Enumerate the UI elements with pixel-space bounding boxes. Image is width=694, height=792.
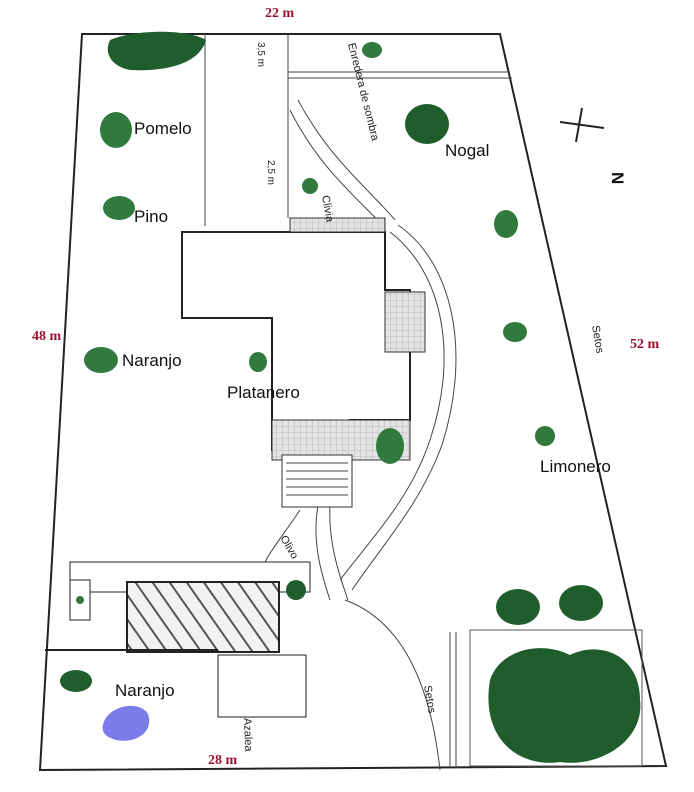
- label-setos-right: Setos: [589, 324, 606, 354]
- shrub-east-2: [503, 322, 527, 342]
- pond: [102, 705, 150, 741]
- clivia-plant: [302, 178, 318, 194]
- label-clivia: Clivia: [319, 194, 336, 223]
- setos-path-curve: [344, 599, 441, 771]
- label-naranjo-1: Naranjo: [122, 351, 182, 370]
- pool-hatched: [126, 581, 280, 653]
- pino-tree: [103, 196, 135, 220]
- path-east-curve: [339, 231, 445, 581]
- enredadera-shrub: [362, 42, 382, 58]
- dimension-right: 52 m: [630, 337, 660, 352]
- dimension-gap-top: 3,5 m: [255, 42, 266, 67]
- label-pomelo: Pomelo: [134, 119, 192, 138]
- label-naranjo-2: Naranjo: [115, 681, 175, 700]
- dimension-bottom: 28 m: [208, 753, 238, 768]
- orchard-bed: [469, 629, 643, 767]
- orchard-shrub-1: [496, 589, 540, 625]
- front-steps: [281, 454, 353, 508]
- shed: [217, 654, 307, 718]
- label-nogal: Nogal: [445, 141, 489, 160]
- label-pino: Pino: [134, 207, 168, 226]
- label-limonero: Limonero: [540, 457, 611, 476]
- label-olivo: Olivo: [277, 534, 300, 562]
- dimension-left: 48 m: [32, 329, 62, 344]
- small-bed-plant: [76, 596, 84, 604]
- hedge-top-left: [107, 31, 206, 71]
- orchard-tree-cluster: [488, 648, 641, 763]
- orchard-shrub-2: [559, 585, 603, 621]
- north-arrow-line-1: [559, 121, 605, 129]
- north-arrow-line-2: [575, 107, 583, 143]
- north-porch: [289, 217, 386, 233]
- path-south-2: [329, 504, 349, 601]
- north-label: N: [608, 172, 627, 184]
- plot-boundary: [38, 33, 668, 772]
- dimension-top: 22 m: [265, 6, 295, 21]
- patio-shrub: [376, 428, 404, 464]
- label-platanero: Platanero: [227, 383, 300, 402]
- naranjo-tree-1: [84, 347, 118, 373]
- house-outline: [181, 231, 411, 451]
- path-east-curve-2: [351, 224, 457, 591]
- platanero-tree: [249, 352, 267, 372]
- path-south: [315, 504, 331, 601]
- label-setos-path: Setos: [421, 684, 438, 714]
- terrace-east: [384, 291, 426, 353]
- pomelo-tree: [100, 112, 132, 148]
- nogal-tree: [405, 104, 449, 144]
- dimension-gap-mid: 2,5 m: [265, 160, 276, 185]
- path-top-curve-2: [297, 99, 396, 221]
- steps-lines: [286, 462, 348, 496]
- olivo-tree: [286, 580, 306, 600]
- naranjo-tree-2: [60, 670, 92, 692]
- limonero-tree: [535, 426, 555, 446]
- shrub-east-1: [494, 210, 518, 238]
- label-azalea: Azalea: [241, 718, 254, 753]
